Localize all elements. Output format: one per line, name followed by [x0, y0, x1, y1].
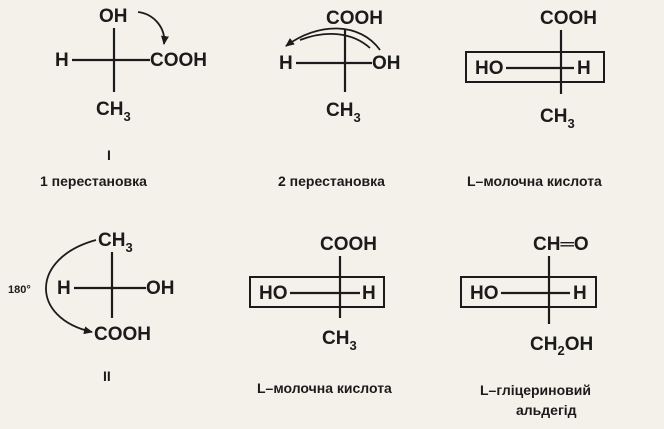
- s4-top-group: CH3: [98, 230, 133, 255]
- s5-bottom-main: CH: [322, 328, 349, 349]
- s1-swap-arrow: [137, 11, 169, 45]
- s4-numeral: II: [103, 368, 111, 384]
- s5-bottom-sub: 3: [349, 338, 356, 353]
- s2-bottom-main: CH: [326, 100, 353, 121]
- s4-right-group: OH: [146, 278, 175, 299]
- s1-bottom-sub: 3: [123, 109, 130, 124]
- s4-rotation-label: 180°: [8, 284, 31, 296]
- s6-right-group: H: [573, 283, 587, 304]
- structure-3: COOH HO H CH3 L–молочна кислота: [465, 8, 605, 189]
- s6-top-group: CH═O: [533, 234, 589, 255]
- structure-1: OH H COOH CH3 I 1 перестановка: [40, 6, 207, 189]
- s1-bottom-main: CH: [96, 99, 123, 120]
- s3-bottom-main: CH: [540, 106, 567, 127]
- s3-caption: L–молочна кислота: [467, 173, 602, 189]
- s3-top-group: COOH: [540, 8, 597, 29]
- s1-top-group: OH: [99, 6, 128, 27]
- s5-bottom-group: CH3: [322, 328, 357, 353]
- s2-caption: 2 перестановка: [278, 173, 385, 189]
- s4-rotation-arrow: [45, 239, 97, 335]
- s2-bottom-sub: 3: [353, 110, 360, 125]
- structure-5: COOH HO H CH3 L–молочна кислота: [249, 234, 392, 396]
- s4-top-main: CH: [98, 230, 125, 251]
- s4-bottom-group: COOH: [94, 324, 151, 345]
- s5-left-group: HO: [259, 283, 288, 304]
- s3-left-group: HO: [475, 58, 504, 79]
- s2-top-group: COOH: [326, 8, 383, 29]
- s5-highlight-box: [249, 276, 385, 308]
- s5-right-group: H: [362, 283, 376, 304]
- s1-caption: 1 перестановка: [40, 173, 147, 189]
- s3-bottom-sub: 3: [567, 116, 574, 131]
- s6-highlight-box: [460, 276, 597, 308]
- structure-6: CH═O HO H CH2OH L–гліцериновий альдегід: [460, 234, 597, 418]
- s1-right-group: COOH: [150, 50, 207, 71]
- s1-numeral: I: [107, 147, 111, 163]
- s2-right-group: OH: [372, 53, 401, 74]
- s5-caption: L–молочна кислота: [257, 380, 392, 396]
- s6-bottom-tail: OH: [565, 334, 594, 355]
- s6-caption-line2: альдегід: [516, 402, 577, 418]
- s1-bottom-group: CH3: [96, 99, 131, 124]
- s4-left-group: H: [57, 278, 71, 299]
- s2-swap-arrow-upper: [285, 27, 381, 51]
- s3-bottom-group: CH3: [540, 106, 575, 131]
- s5-top-group: COOH: [320, 234, 377, 255]
- structure-4: CH3 H OH COOH 180° II: [8, 230, 175, 384]
- s6-caption-line1: L–гліцериновий: [480, 382, 591, 398]
- s6-left-group: HO: [470, 283, 499, 304]
- s6-bottom-group: CH2OH: [530, 334, 593, 358]
- s6-bottom-sub: 2: [557, 343, 564, 358]
- s4-top-sub: 3: [125, 240, 132, 255]
- s1-left-group: H: [55, 50, 69, 71]
- s3-highlight-box: [465, 51, 605, 83]
- s3-right-group: H: [577, 58, 591, 79]
- structure-2: COOH H OH CH3 2 перестановка: [278, 8, 401, 189]
- s2-bottom-group: CH3: [326, 100, 361, 125]
- s2-swap-arrow-lower: [299, 33, 371, 49]
- s2-left-group: H: [279, 53, 293, 74]
- s6-bottom-main: CH: [530, 334, 557, 355]
